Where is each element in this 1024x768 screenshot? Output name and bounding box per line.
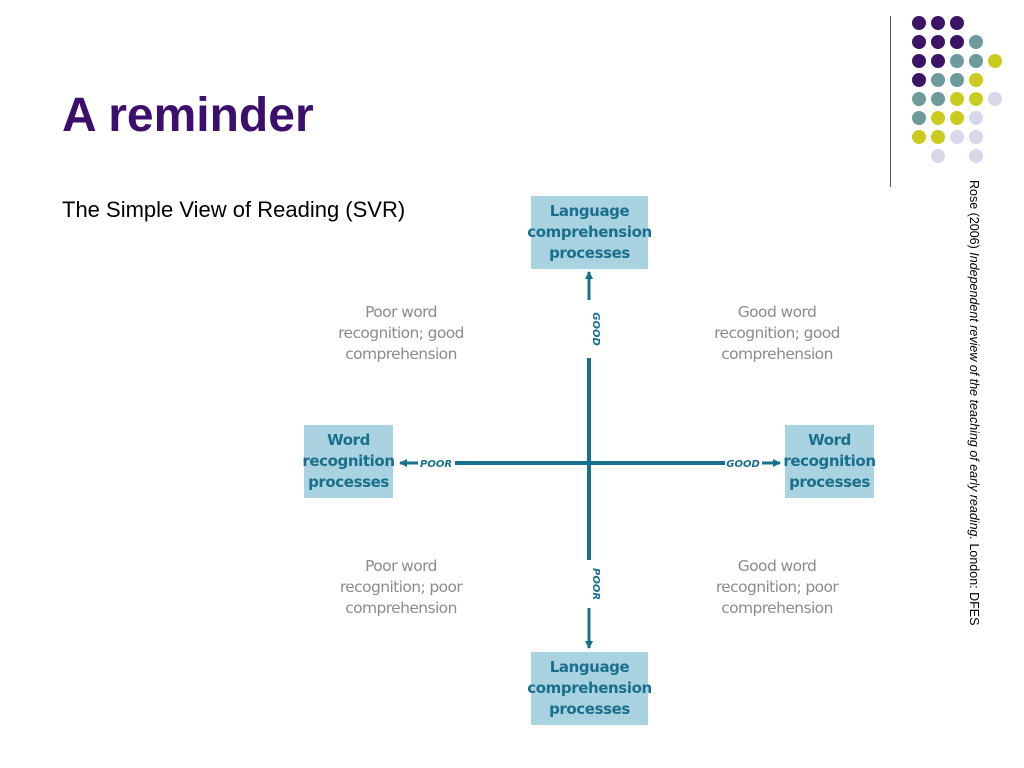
axis-label-right: GOOD (726, 459, 760, 470)
box-language-bottom-line-2: comprehension (527, 679, 652, 697)
decor-dot (912, 130, 926, 144)
box-language-bottom: Language comprehension processes (527, 652, 652, 725)
box-word-left-line-3: processes (308, 473, 389, 491)
box-language-top-line-1: Language (549, 202, 630, 220)
decor-dot (950, 73, 964, 87)
decor-dot (912, 16, 926, 30)
decor-dot (931, 92, 945, 106)
box-word-left: Word recognition processes (302, 425, 395, 498)
quadrant-top-left: Poor word recognition; good comprehensio… (321, 302, 481, 365)
box-word-right-line-2: recognition (783, 452, 876, 470)
quadrant-top-left-line-3: comprehension (345, 345, 457, 363)
box-language-top-line-2: comprehension (527, 223, 652, 241)
box-word-right-line-1: Word (808, 431, 851, 449)
quadrant-bottom-left: Poor word recognition; poor comprehensio… (321, 556, 481, 619)
quadrant-top-left-line-1: Poor word (365, 303, 437, 321)
quadrant-top-right: Good word recognition; good comprehensio… (697, 302, 857, 365)
quadrant-bottom-right: Good word recognition; poor comprehensio… (697, 556, 857, 619)
decor-dot (969, 130, 983, 144)
decor-dot (931, 130, 945, 144)
decor-dot (912, 92, 926, 106)
decor-dot (931, 54, 945, 68)
decor-dot (931, 73, 945, 87)
citation: Rose (2006) Independent review of the te… (967, 180, 981, 625)
decor-dot (931, 149, 945, 163)
citation-prefix: Rose (2006) (967, 180, 981, 253)
box-word-left-line-2: recognition (302, 452, 395, 470)
decor-dot (969, 92, 983, 106)
decor-dot (912, 35, 926, 49)
axis-label-down: POOR (590, 568, 601, 600)
decor-dot (912, 73, 926, 87)
decor-dot (988, 92, 1002, 106)
decor-dot (969, 111, 983, 125)
decor-divider-line (890, 16, 891, 187)
decor-dot (950, 92, 964, 106)
quadrant-top-left-line-2: recognition; good (338, 324, 464, 342)
citation-work: Independent review of the teaching of ea… (967, 252, 981, 540)
box-word-right: Word recognition processes (783, 425, 876, 498)
decor-dot (969, 35, 983, 49)
axis-label-left: POOR (420, 459, 452, 470)
slide-title: A reminder (62, 89, 314, 142)
box-language-top: Language comprehension processes (527, 196, 652, 269)
quadrant-bottom-left-line-2: recognition; poor (339, 578, 463, 596)
decor-dot (950, 111, 964, 125)
quadrant-top-right-line-2: recognition; good (714, 324, 840, 342)
decor-dot (931, 16, 945, 30)
decor-dot (912, 54, 926, 68)
quadrant-bottom-left-line-1: Poor word (365, 557, 437, 575)
quadrant-bottom-right-line-1: Good word (737, 557, 817, 575)
decor-dot (912, 111, 926, 125)
decor-dot (988, 54, 1002, 68)
axis-label-up: GOOD (590, 312, 601, 346)
quadrant-bottom-right-line-3: comprehension (721, 599, 833, 617)
decor-dot (950, 130, 964, 144)
decor-dot (950, 35, 964, 49)
box-language-bottom-line-3: processes (549, 700, 630, 718)
slide-subtitle: The Simple View of Reading (SVR) (62, 197, 406, 222)
citation-suffix: London: DFES (967, 539, 981, 626)
decor-dot (950, 16, 964, 30)
decor-dot (969, 149, 983, 163)
box-language-top-line-3: processes (549, 244, 630, 262)
quadrant-bottom-left-line-3: comprehension (345, 599, 457, 617)
decor-dot (969, 54, 983, 68)
decor-dot (931, 111, 945, 125)
box-word-left-line-1: Word (327, 431, 370, 449)
box-language-bottom-line-1: Language (549, 658, 630, 676)
quadrant-top-right-line-3: comprehension (721, 345, 833, 363)
decor-dot (931, 35, 945, 49)
quadrant-top-right-line-1: Good word (737, 303, 817, 321)
decor-dot (950, 54, 964, 68)
box-word-right-line-3: processes (789, 473, 870, 491)
quadrant-bottom-right-line-2: recognition; poor (715, 578, 839, 596)
decor-dot (969, 73, 983, 87)
